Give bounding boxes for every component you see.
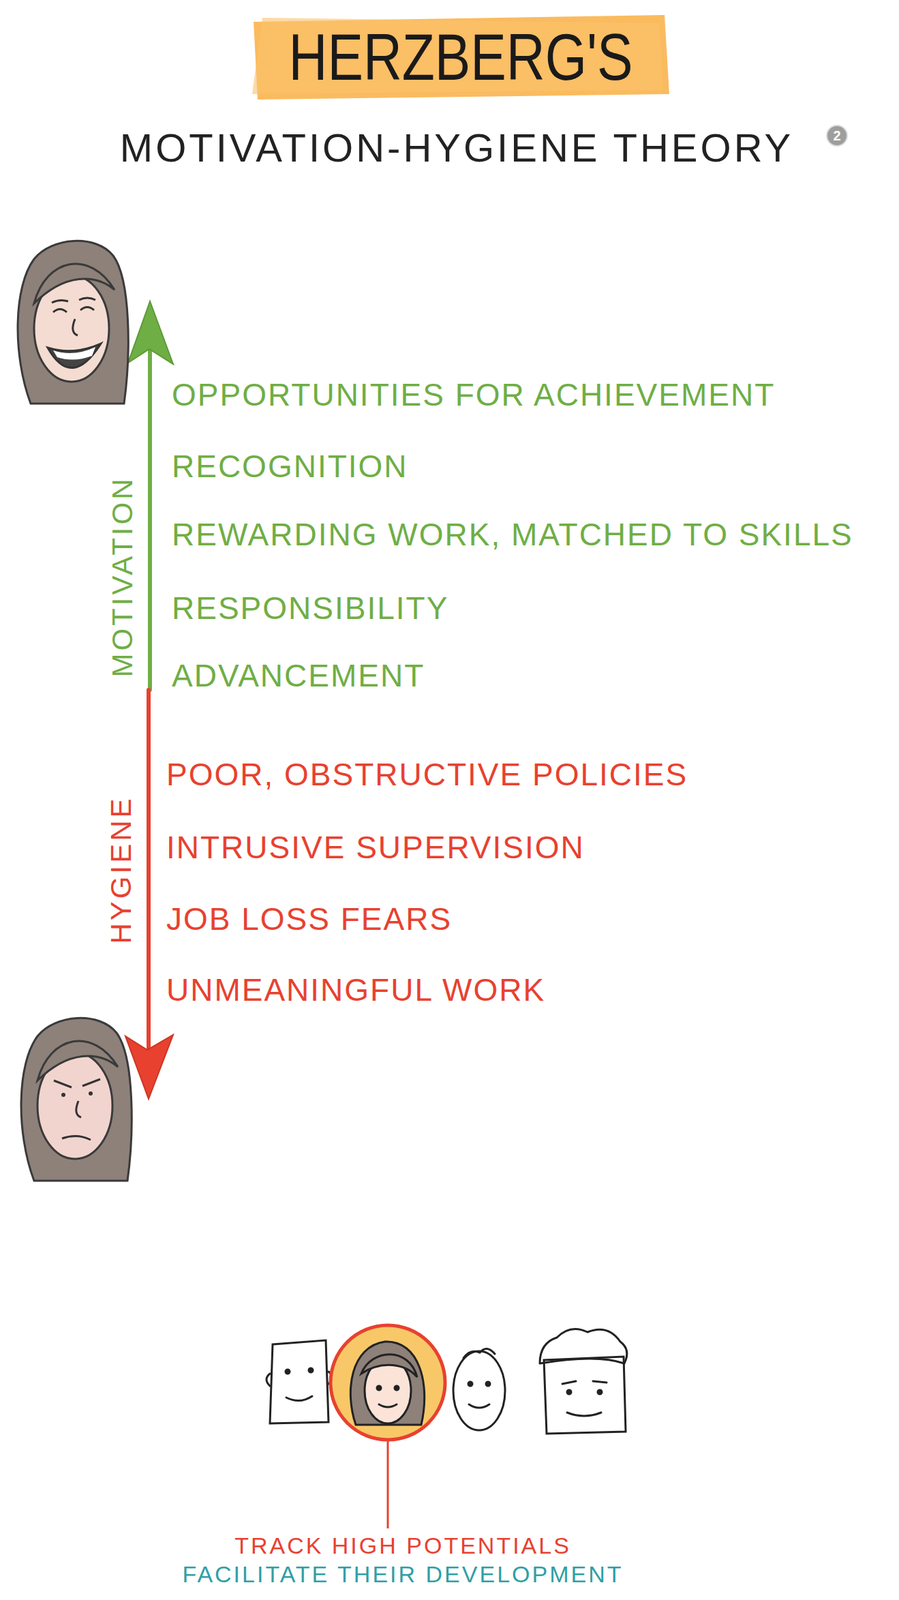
title-highlight-texture bbox=[252, 17, 663, 95]
hygiene-arrowhead bbox=[125, 1034, 174, 1099]
hygiene-item: UNMEANINGFUL WORK bbox=[166, 972, 546, 1008]
motivator-item: RECOGNITION bbox=[171, 449, 409, 484]
motivator-item-holder: OPPORTUNITIES FOR ACHIEVEMENT bbox=[171, 377, 775, 413]
motivator-item-holder: RESPONSIBILITY bbox=[171, 590, 449, 626]
hygiene-item-holder: POOR, OBSTRUCTIVE POLICIES bbox=[166, 757, 688, 792]
callout-number-holder: 2 bbox=[832, 128, 841, 144]
subtitle: MOTIVATION-HYGIENE THEORY bbox=[119, 126, 794, 170]
motivator-item-holder: ADVANCEMENT bbox=[171, 658, 425, 694]
hygiene-item-holder: INTRUSIVE SUPERVISION bbox=[166, 830, 585, 865]
axis-label: MOTIVATION bbox=[107, 475, 139, 677]
hygiene-item: JOB LOSS FEARS bbox=[166, 901, 452, 937]
callout-note-holder: TRACK HIGH POTENTIALS bbox=[234, 1532, 572, 1559]
unhappy-face bbox=[21, 1017, 132, 1181]
motivator-item-holder: REWARDING WORK, MATCHED TO SKILLS bbox=[171, 517, 854, 553]
hygiene-item-holder: UNMEANINGFUL WORK bbox=[166, 972, 546, 1008]
callout-circle bbox=[826, 125, 848, 146]
subtitle-holder: MOTIVATION-HYGIENE THEORY bbox=[119, 126, 794, 170]
motivator-item: RESPONSIBILITY bbox=[171, 590, 449, 626]
hygiene-item: INTRUSIVE SUPERVISION bbox=[166, 830, 585, 865]
hygiene-item: POOR, OBSTRUCTIVE POLICIES bbox=[166, 757, 688, 792]
motivator-item-holder: RECOGNITION bbox=[171, 449, 409, 484]
happy-face bbox=[17, 240, 129, 404]
callout-number: 2 bbox=[832, 128, 841, 144]
motivation-arrow bbox=[147, 344, 152, 690]
team-faces bbox=[266, 1324, 628, 1440]
title-holder: HERZBERG'S bbox=[288, 21, 634, 94]
callout-note: TRACK HIGH POTENTIALS bbox=[234, 1532, 572, 1559]
motivation-arrowhead bbox=[128, 301, 174, 364]
leader-line bbox=[387, 1440, 390, 1529]
motivator-item: OPPORTUNITIES FOR ACHIEVEMENT bbox=[171, 377, 775, 413]
hygiene-arrow bbox=[146, 689, 151, 1064]
callout-note: FACILITATE THEIR DEVELOPMENT bbox=[182, 1561, 624, 1587]
motivator-item: ADVANCEMENT bbox=[171, 658, 425, 694]
axis-label-holder: HYGIENE bbox=[105, 795, 137, 944]
motivator-item: REWARDING WORK, MATCHED TO SKILLS bbox=[171, 517, 854, 553]
axis-label: HYGIENE bbox=[105, 795, 137, 944]
axis-label-holder: MOTIVATION bbox=[107, 475, 139, 677]
title: HERZBERG'S bbox=[288, 21, 634, 94]
callout-note-holder: FACILITATE THEIR DEVELOPMENT bbox=[182, 1561, 624, 1587]
title-highlight bbox=[253, 14, 670, 100]
hygiene-item-holder: JOB LOSS FEARS bbox=[166, 901, 452, 937]
